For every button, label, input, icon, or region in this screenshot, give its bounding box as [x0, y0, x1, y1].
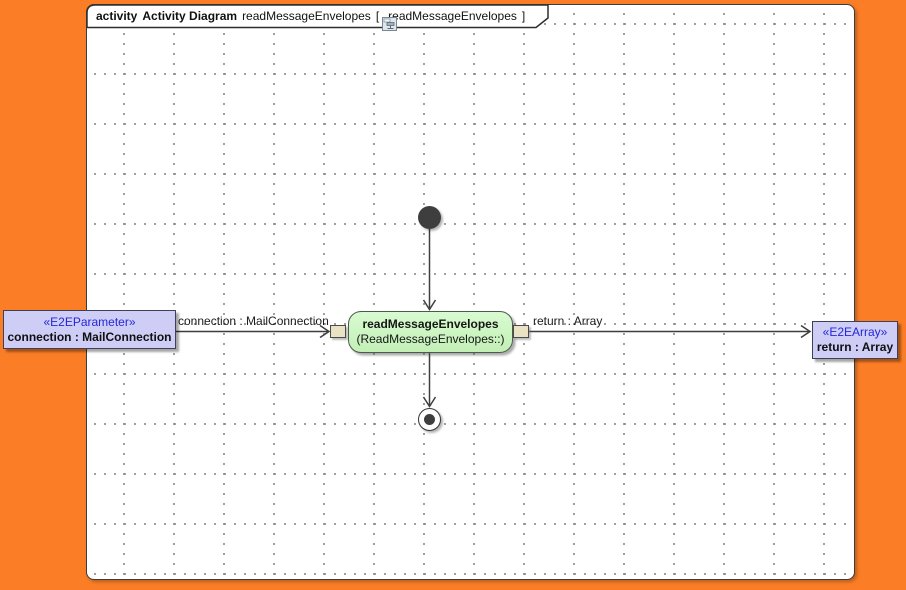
action-behavior-label: (ReadMessageEnvelopes::)	[356, 332, 505, 346]
frame-ref-name-label: readMessageEnvelopes	[388, 9, 517, 23]
initial-node[interactable]	[418, 206, 441, 229]
frame-tab-text: activity Activity Diagram readMessageEnvel…	[96, 5, 526, 31]
parameter-output-name-label: return : Array	[816, 340, 894, 354]
action-name-label: readMessageEnvelopes	[362, 317, 499, 331]
object-flow-input-label: connection : MailConnection	[178, 314, 329, 328]
input-pin[interactable]	[330, 325, 346, 338]
frame-keyword-label: activity	[96, 9, 138, 23]
action-node[interactable]: readMessageEnvelopes (ReadMessageEnvelop…	[348, 311, 513, 353]
final-node[interactable]	[418, 408, 441, 431]
frame-name-label: readMessageEnvelopes	[242, 9, 371, 23]
parameter-output-stereotype-label: «E2EArray»	[822, 325, 888, 339]
output-pin[interactable]	[513, 325, 529, 338]
activity-parameter-input[interactable]: «E2EParameter» connection : MailConnecti…	[3, 310, 176, 349]
frame-tab-shape	[86, 4, 549, 29]
final-node-inner-dot	[424, 414, 435, 425]
parameter-input-name-label: connection : MailConnection	[7, 329, 172, 344]
frame-open-bracket: [	[375, 9, 380, 23]
frame-type-label: Activity Diagram	[142, 9, 238, 23]
object-flow-output-label: return : Array	[533, 314, 603, 328]
diagram-canvas[interactable]	[86, 4, 855, 580]
activity-frame-tab[interactable]: activity Activity Diagram readMessageEnvel…	[86, 4, 552, 31]
parameter-input-stereotype-label: «E2EParameter»	[43, 314, 136, 329]
frame-close-bracket: ]	[521, 9, 526, 23]
activity-parameter-output[interactable]: «E2EArray» return : Array	[812, 321, 898, 359]
